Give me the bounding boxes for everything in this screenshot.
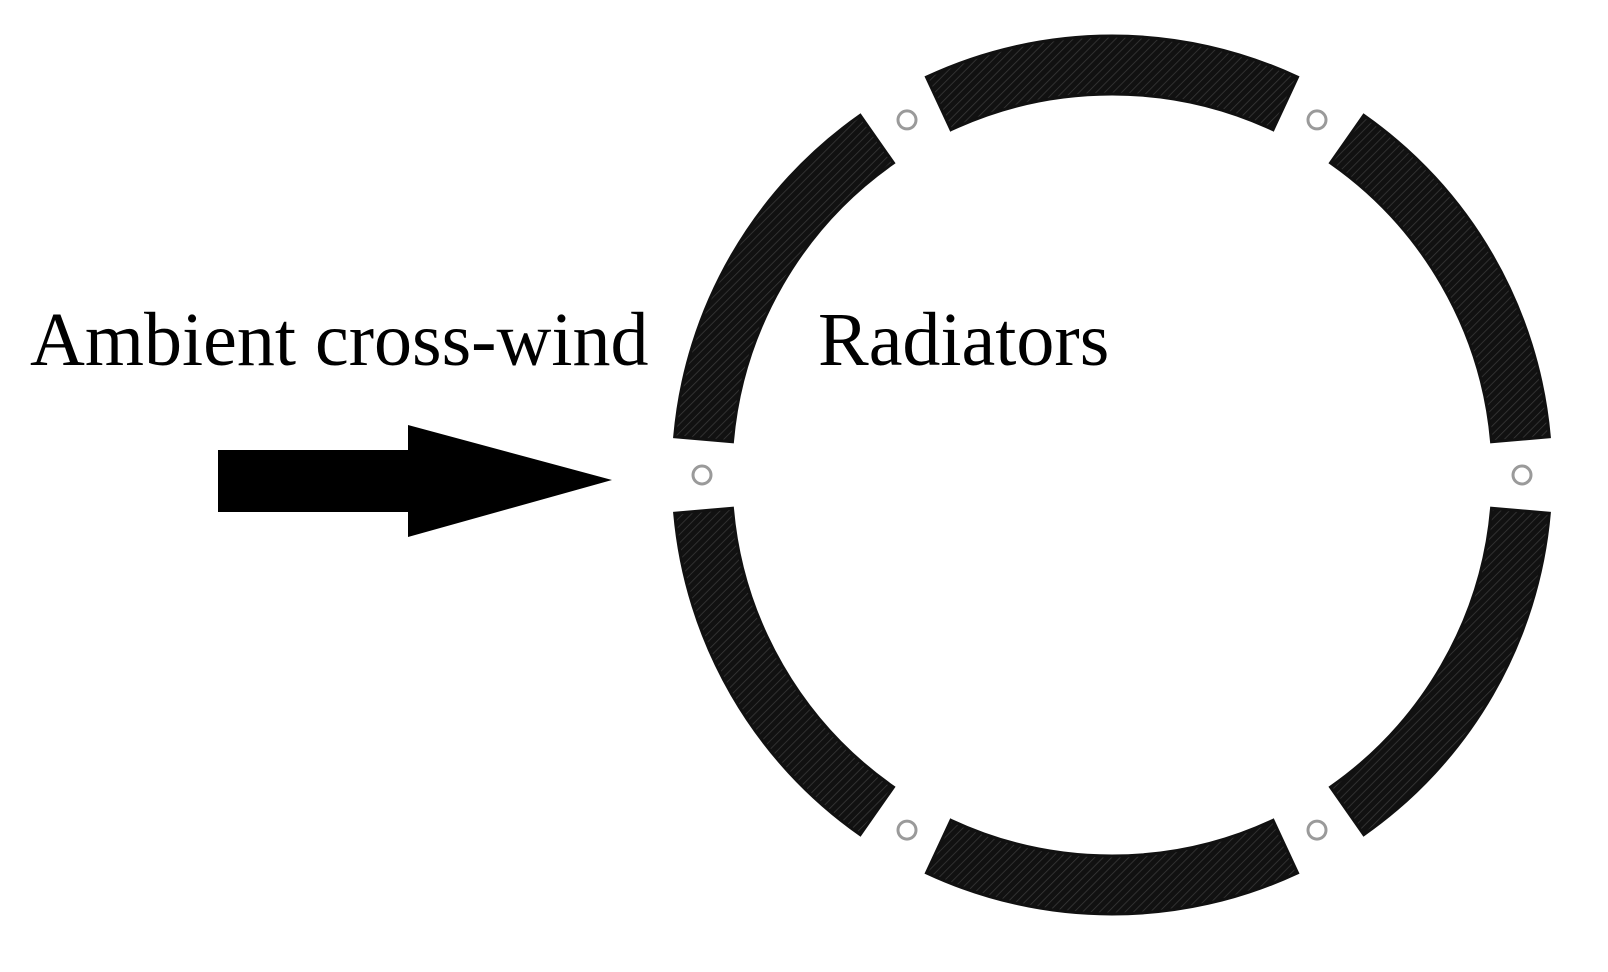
pipe-connector — [1306, 819, 1328, 841]
radiator-segment — [1328, 113, 1551, 444]
pipe-connector — [896, 819, 918, 841]
connector-group — [691, 109, 1533, 841]
radiator-segment — [924, 818, 1300, 916]
radiators-label: Radiators — [818, 298, 1110, 382]
pipe-connector — [1511, 464, 1533, 486]
radiator-ring — [673, 34, 1551, 916]
pipe-connector — [1306, 109, 1328, 131]
radiator-segment — [673, 506, 896, 837]
ambient-cross-wind-label: Ambient cross-wind — [30, 298, 649, 382]
right-arrow-icon — [218, 425, 612, 537]
radiator-segment — [924, 34, 1300, 132]
pipe-connector — [896, 109, 918, 131]
radiator-segment — [673, 113, 896, 444]
pipe-connector — [691, 464, 713, 486]
radiator-segment — [1328, 506, 1551, 837]
